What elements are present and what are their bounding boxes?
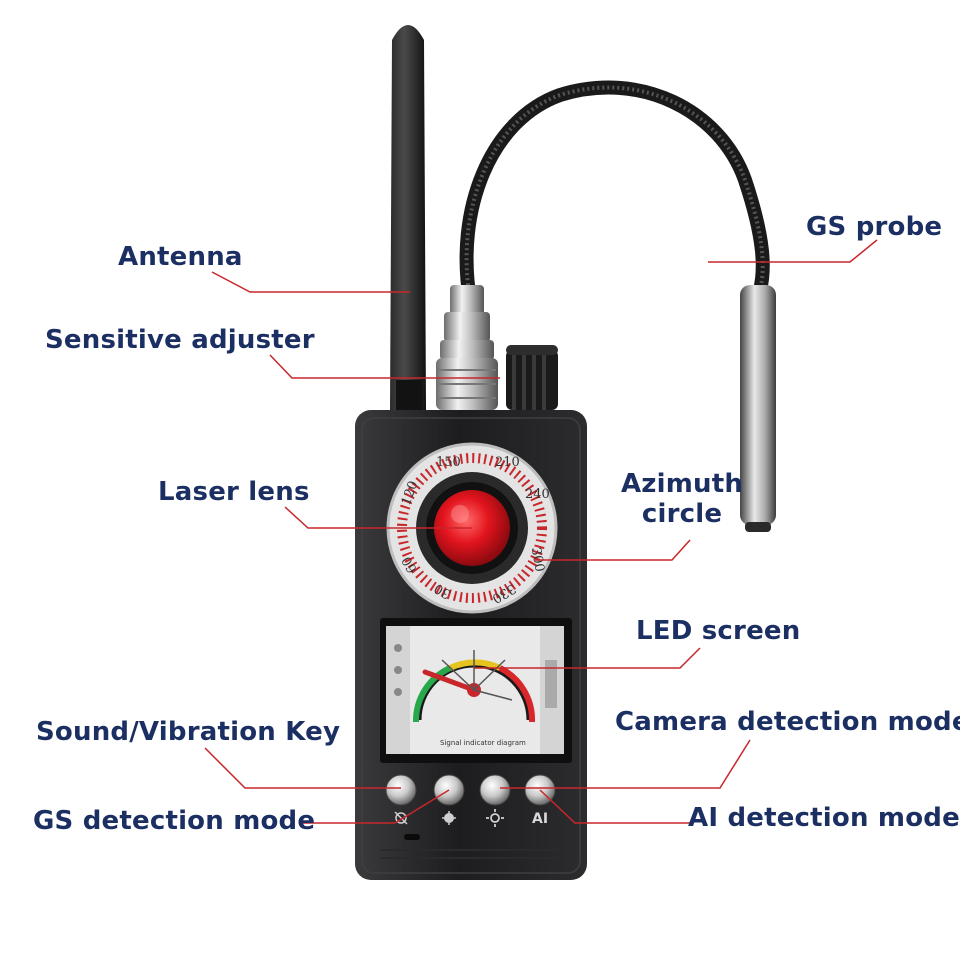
label-sound-key: Sound/Vibration Key [36,717,341,747]
probe-icon [740,285,776,525]
leader-azimuth [534,539,691,561]
label-gs-mode: GS detection mode [33,806,316,836]
speaker-grille [380,849,560,859]
sound-vibration-key[interactable] [385,774,417,806]
label-camera-mode: Camera detection mode [615,707,960,737]
label-gs-probe: GS probe [806,212,943,242]
label-azimuth-line2: circle [641,499,723,529]
leader-lines [204,239,878,824]
leader-camera [500,739,751,789]
camera-detection-key[interactable] [479,774,511,806]
label-antenna: Antenna [118,242,243,272]
probe-connector [436,285,498,410]
leader-probe [708,239,878,263]
label-azimuth-line1: Azimuth [620,469,744,499]
dial-number: 30 [432,580,454,601]
dial-number: 60 [399,554,420,576]
label-sensitive-adjuster: Sensitive adjuster [45,325,315,355]
dial-number: 240 [525,487,550,502]
leader-laser [284,506,472,529]
leader-sound [204,747,401,789]
leader-ai [539,789,690,824]
leader-led [474,647,701,669]
ai-icon: AI [532,811,548,827]
leader-antenna [211,271,410,293]
label-laser-lens: Laser lens [158,477,310,507]
camera-icon [486,809,504,827]
leader-adjuster [269,354,500,379]
mic-slot [404,834,420,840]
label-azimuth-circle: Azimuth circle [612,469,752,529]
dial-number: 150 [436,455,461,470]
speaker-icon [394,811,408,825]
gs-icon [442,811,456,825]
probe-hose-highlight [464,85,765,301]
probe-hose [459,80,770,307]
label-led-screen: LED screen [636,616,801,646]
sensitivity-knob [506,345,558,410]
dial-number: 210 [495,455,520,470]
antenna-icon [390,25,426,410]
screen-caption: Signal indicator diagram [440,739,526,747]
label-ai-mode: AI detection mode [688,803,960,833]
led-screen: Signal indicator diagram [380,618,572,763]
leader-gs [300,789,450,824]
